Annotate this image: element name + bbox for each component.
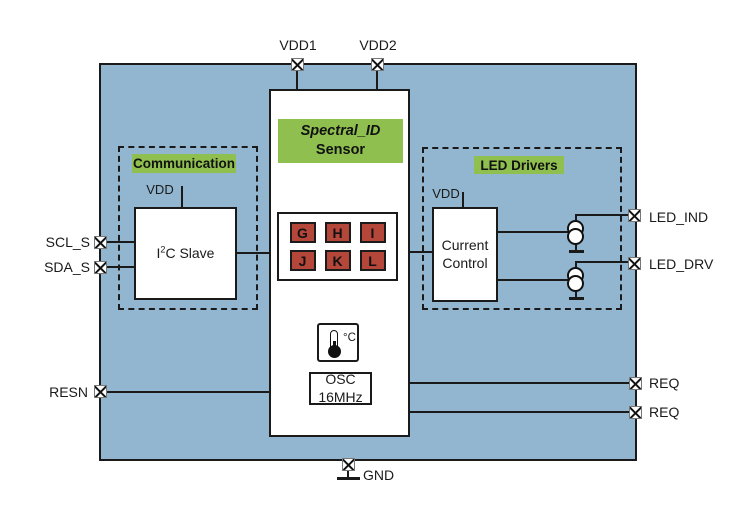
wire-vdd2 [376, 70, 378, 90]
pin-resn-icon [94, 385, 107, 398]
current-control-line1: Current [441, 237, 489, 253]
pin-req-top-icon [629, 377, 642, 390]
communication-section-label: Communication [132, 154, 236, 173]
label-led-drv: LED_DRV [649, 256, 714, 272]
thermometer-icon [327, 345, 341, 358]
channel-cell-g: G [289, 222, 316, 243]
label-sda-s: SDA_S [44, 259, 90, 275]
wire-sda [107, 266, 135, 268]
wire-req-top [410, 382, 630, 384]
label-resn: RESN [49, 384, 88, 400]
label-vdd2: VDD2 [359, 37, 397, 53]
oscillator-box: OSC 16MHz [309, 371, 372, 405]
sensor-title-line1: Spectral_ID [300, 123, 381, 140]
wire-comm-vdd-stub [181, 186, 183, 207]
i2c-slave-label: I2C Slave [156, 244, 215, 261]
wire-source1-up [575, 214, 577, 222]
temperature-sensor-box: °C [317, 323, 359, 362]
wire-resn [106, 391, 271, 393]
pin-scl-s-icon [94, 236, 107, 249]
current-source1-icon [567, 228, 584, 245]
pin-led-ind-icon [628, 209, 641, 222]
channel-array-box: G H I J K L [277, 212, 398, 281]
label-gnd: GND [363, 467, 395, 483]
wire-i2c-to-sensor [237, 252, 270, 254]
communication-vdd-label: VDD [146, 182, 174, 197]
label-scl-s: SCL_S [45, 234, 90, 250]
label-vdd1: VDD1 [279, 37, 317, 53]
wire-req-bottom [410, 411, 630, 413]
channel-cell-h: H [324, 222, 351, 243]
wire-cc-to-source1 [498, 231, 569, 233]
wire-source2-down [575, 291, 577, 298]
pin-vdd2-icon [371, 58, 384, 71]
current-control-line2: Control [442, 254, 488, 271]
wire-source1-to-ledind [575, 214, 630, 216]
wire-source2-to-leddrv [575, 261, 630, 263]
led-drivers-section-box [422, 147, 622, 310]
pin-led-drv-icon [628, 257, 641, 270]
ground-symbol-gnd [337, 477, 360, 480]
wire-vdd1 [296, 70, 298, 90]
pin-req-bottom-icon [629, 406, 642, 419]
label-req-bottom: REQ [649, 404, 680, 420]
channel-cell-i: I [359, 222, 386, 243]
osc-label-line2: 16MHz [318, 388, 363, 405]
label-led-ind: LED_IND [649, 209, 709, 225]
wire-led-vdd-stub [462, 192, 464, 207]
i2c-slave-block: I2C Slave [134, 207, 237, 300]
current-source2-icon [567, 275, 584, 292]
led-vdd-label: VDD [432, 186, 460, 201]
pin-vdd1-icon [291, 58, 304, 71]
channel-cell-l: L [359, 250, 386, 271]
wire-scl [107, 241, 135, 243]
channel-cell-j: J [289, 250, 316, 271]
led-drivers-section-label: LED Drivers [474, 156, 564, 174]
sensor-title: Spectral_ID Sensor [278, 119, 403, 163]
pin-gnd-icon [342, 458, 355, 471]
wire-source2-up [575, 261, 577, 269]
label-req-top: REQ [649, 375, 680, 391]
current-control-block: Current Control [432, 207, 498, 302]
wire-source1-down [575, 244, 577, 251]
wire-gnd-stub [347, 470, 349, 478]
pin-sda-s-icon [94, 261, 107, 274]
channel-grid: G H I J K L [279, 214, 396, 279]
wire-sensor-to-current-control [410, 251, 433, 253]
sensor-title-line2: Sensor [315, 142, 366, 158]
communication-section-box [118, 146, 258, 310]
osc-label-line1: OSC [325, 371, 356, 387]
temperature-unit-label: °C [343, 332, 356, 344]
ground-symbol-source2 [569, 297, 584, 300]
channel-cell-k: K [324, 250, 351, 271]
sensor-block: Spectral_ID Sensor G H I J K L °C [269, 89, 410, 437]
ground-symbol-source1 [569, 250, 584, 253]
wire-cc-to-source2 [498, 279, 569, 281]
